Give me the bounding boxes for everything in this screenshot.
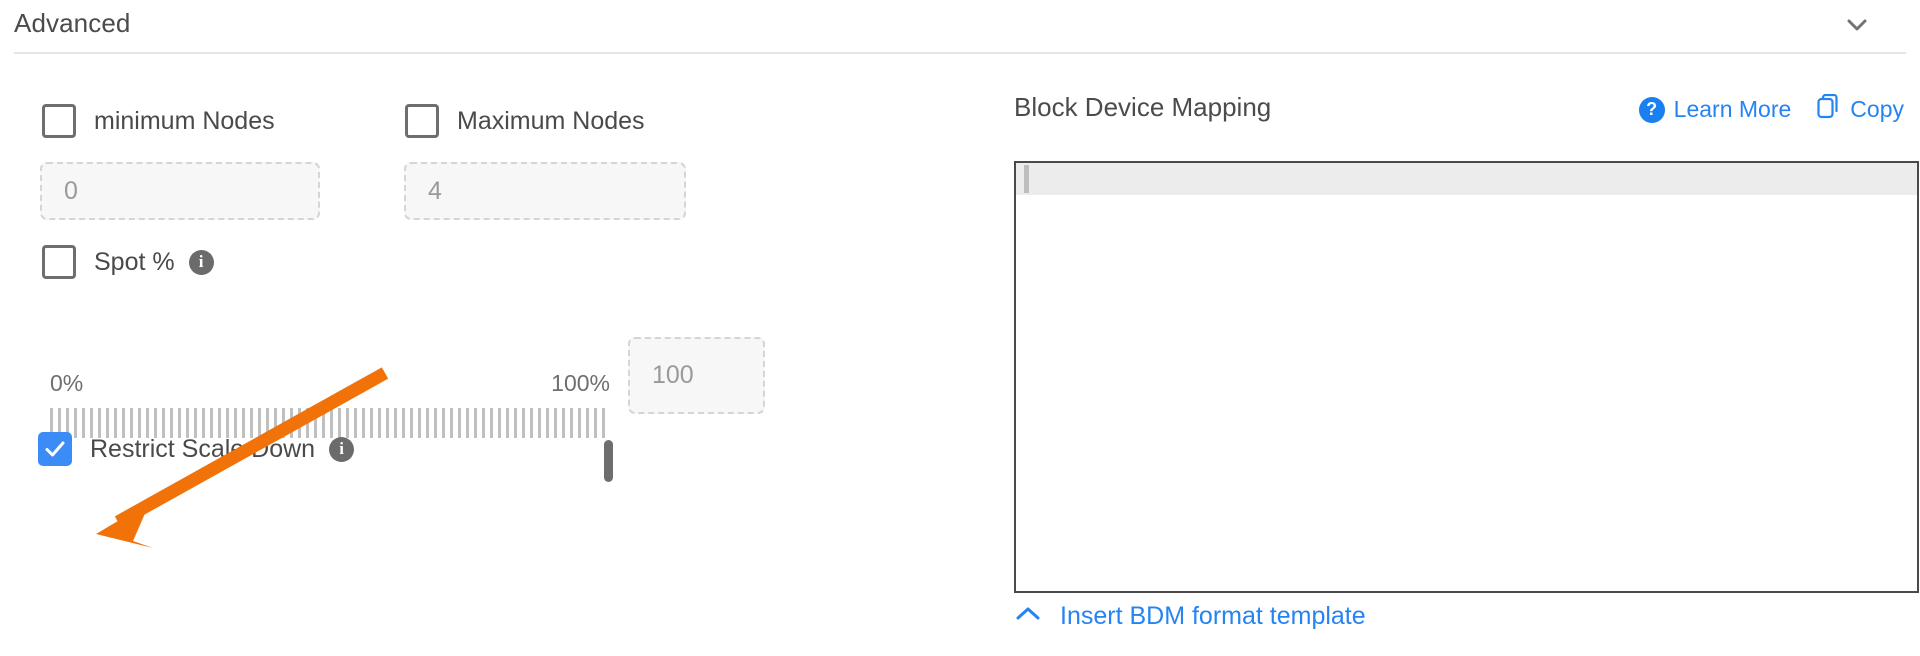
block-device-mapping-actions: ? Learn More Copy [1638,93,1904,125]
restrict-scale-down-checkbox[interactable] [38,432,72,466]
copy-icon [1817,93,1841,125]
learn-more-link[interactable]: ? Learn More [1638,96,1792,123]
minimum-nodes-row[interactable]: minimum Nodes [42,104,275,138]
minimum-nodes-checkbox[interactable] [42,104,76,138]
slider-handle[interactable] [604,440,613,482]
chevron-up-icon [1014,605,1042,628]
info-icon[interactable]: i [188,249,214,275]
block-device-mapping-editor[interactable] [1014,161,1919,593]
maximum-nodes-input-value: 4 [428,176,442,205]
info-icon[interactable]: i [329,436,355,462]
editor-caret [1024,165,1029,193]
copy-label: Copy [1850,96,1904,122]
spot-percent-row[interactable]: Spot % i [42,245,214,279]
advanced-settings-left-column: minimum Nodes 0 Maximum Nodes 4 Spot % i… [0,54,990,656]
header-divider [14,52,1906,54]
copy-button[interactable]: Copy [1817,93,1904,125]
maximum-nodes-input[interactable]: 4 [404,162,686,220]
advanced-panel-header[interactable]: Advanced [0,0,1920,54]
page-title: Advanced [14,8,131,38]
block-device-mapping-title: Block Device Mapping [1014,92,1272,122]
maximum-nodes-row[interactable]: Maximum Nodes [405,104,645,138]
restrict-scale-down-row[interactable]: Restrict Scale Down i [38,432,355,466]
slider-min-label: 0% [50,370,84,396]
spot-percent-checkbox[interactable] [42,245,76,279]
minimum-nodes-input-value: 0 [64,176,78,205]
editor-active-line [1016,163,1917,195]
chevron-down-icon[interactable] [1842,10,1872,40]
block-device-mapping-column: Block Device Mapping ? Learn More Copy [1000,54,1920,656]
minimum-nodes-input[interactable]: 0 [40,162,320,220]
spot-percent-value-input[interactable]: 100 [628,337,765,414]
restrict-scale-down-label: Restrict Scale Down [90,434,316,463]
minimum-nodes-label: minimum Nodes [94,106,275,135]
question-mark-icon: ? [1638,96,1665,123]
spot-percent-label: Spot % [94,247,175,276]
slider-max-label: 100% [551,370,610,396]
insert-bdm-format-template-label: Insert BDM format template [1060,602,1366,630]
maximum-nodes-label: Maximum Nodes [457,106,645,135]
spot-percent-value: 100 [652,361,694,389]
maximum-nodes-checkbox[interactable] [405,104,439,138]
insert-bdm-format-template-link[interactable]: Insert BDM format template [1014,602,1366,631]
learn-more-label: Learn More [1673,96,1792,122]
